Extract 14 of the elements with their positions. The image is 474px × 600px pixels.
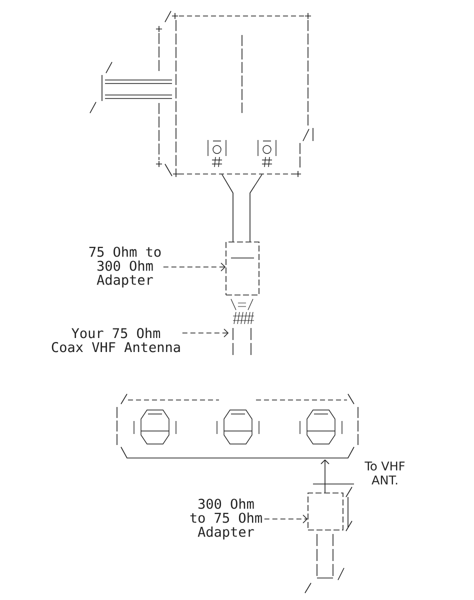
adapter-box: [226, 242, 260, 296]
callout-label: 75 Ohm to 300 Ohm Adapter: [89, 246, 161, 288]
device-panel: [116, 394, 358, 458]
coax-cable: [230, 298, 254, 356]
adapter-box: [308, 484, 354, 532]
leader-arrow: [182, 328, 229, 338]
leader-arrow: [163, 262, 226, 272]
callout-label: Your 75 Ohm Coax VHF Antenna: [52, 328, 180, 352]
twin-lead-wire: [222, 174, 262, 242]
port-label: To VHF ANT.: [364, 462, 405, 484]
leader-arrow: [264, 514, 308, 524]
arrow: [320, 459, 330, 493]
tv-drawing: [90, 10, 314, 178]
callout-label: 300 Ohm to 75 Ohm Adapter: [190, 498, 262, 540]
